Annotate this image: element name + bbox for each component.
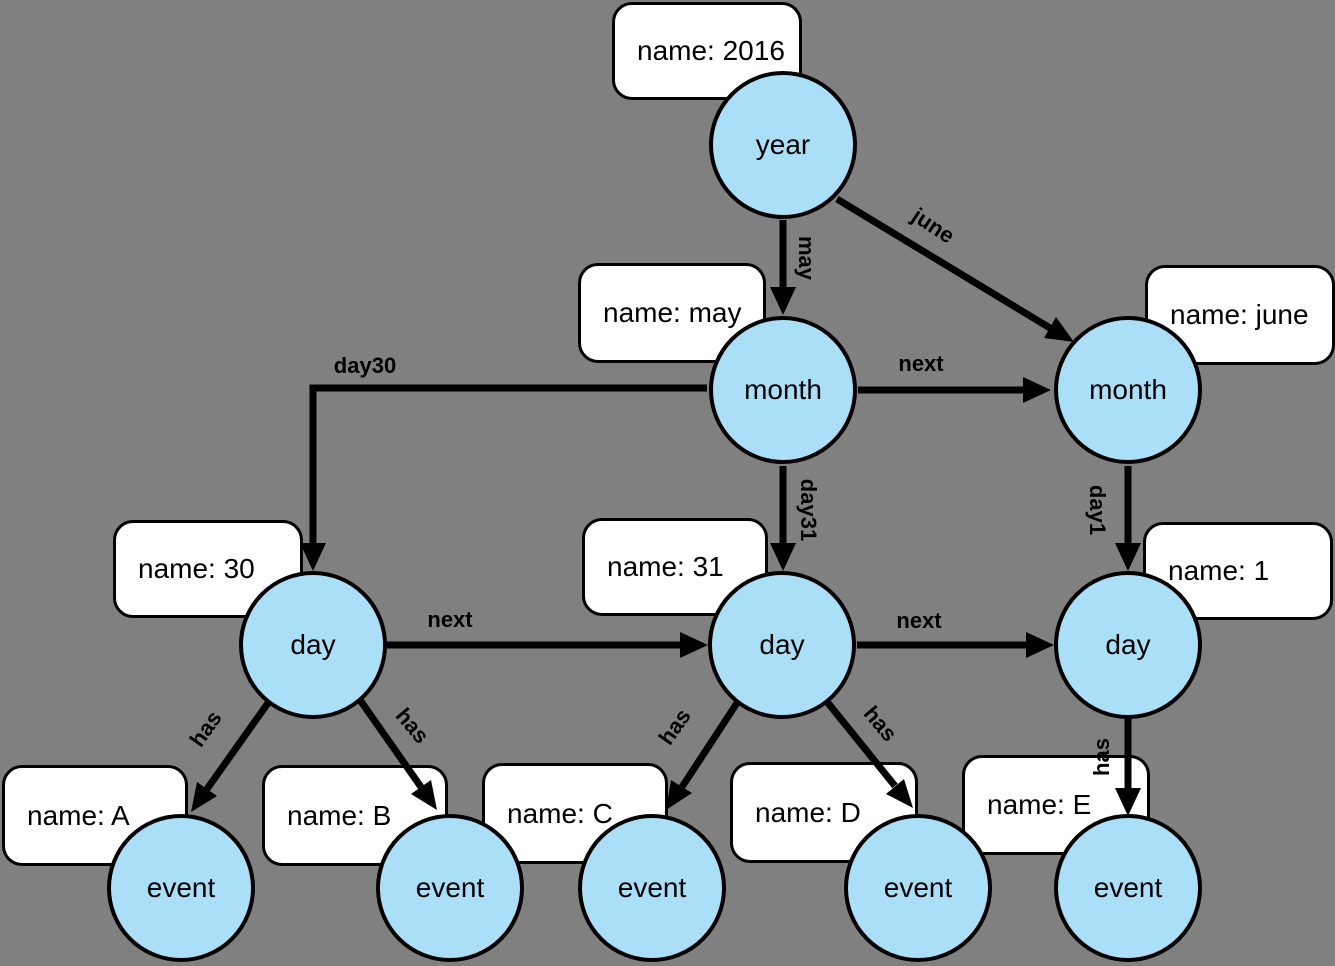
property-box-event-c: name: C (482, 763, 668, 864)
property-text: name: 31 (607, 551, 724, 582)
node-day-31: day (708, 571, 856, 719)
arrowhead-icon (666, 780, 692, 810)
node-event-d: event (844, 814, 992, 962)
node-label: month (744, 374, 822, 405)
edge-label-day1: day1 (1085, 484, 1110, 536)
arrowhead-icon (300, 543, 326, 571)
edge-label-next: next (896, 608, 942, 633)
arrowhead-icon (411, 780, 437, 810)
node-label: day (1105, 629, 1151, 660)
node-year: year (709, 71, 857, 219)
edge-label-has: has (1089, 738, 1114, 776)
arrowhead-icon (770, 543, 796, 571)
node-label: day (290, 629, 336, 660)
node-day-30: day (239, 571, 387, 719)
node-label: event (415, 872, 485, 903)
node-label: day (759, 629, 805, 660)
edge-label-day31: day31 (796, 478, 821, 542)
edge-year-to-month-june (835, 196, 1052, 331)
property-text: name: A (27, 799, 130, 831)
edge-day-31-to-event-c (679, 701, 740, 789)
property-text: name: E (987, 789, 1092, 820)
node-label: year (755, 129, 811, 160)
property-text: name: june (1170, 299, 1309, 330)
arrowhead-icon (680, 632, 708, 658)
property-text: name: 2016 (637, 35, 785, 66)
arrowhead-icon (886, 779, 913, 808)
node-event-c: event (578, 814, 726, 962)
node-event-e: event (1054, 814, 1202, 962)
arrowhead-icon (1026, 632, 1054, 658)
arrowhead-icon (1044, 317, 1074, 342)
arrowhead-icon (770, 287, 796, 315)
property-text: name: D (755, 796, 861, 828)
arrowhead-icon (191, 782, 217, 812)
arrowhead-icon (1023, 377, 1051, 403)
property-text: name: 1 (1168, 555, 1270, 586)
edge-day-30-to-event-b (357, 697, 424, 790)
edge-label-may: may (794, 235, 819, 281)
edge-day-30-to-event-a (204, 700, 271, 792)
node-month-june: month (1054, 316, 1202, 464)
edge-label-next: next (898, 351, 944, 376)
edge-month-may-to-day-30 (309, 384, 707, 543)
property-box-year: name: 2016 (612, 2, 802, 100)
node-label: month (1089, 374, 1167, 405)
node-label: event (883, 872, 953, 903)
property-text: name: 30 (138, 553, 255, 584)
arrowhead-icon (1115, 788, 1141, 816)
node-month-may: month (709, 316, 857, 464)
arrowhead-icon (1115, 543, 1141, 571)
node-label: event (617, 872, 687, 903)
node-label: event (146, 872, 216, 903)
node-event-b: event (376, 814, 524, 962)
edge-label-next: next (427, 607, 473, 632)
node-event-a: event (107, 814, 255, 962)
property-text: name: B (287, 799, 392, 831)
edge-day-31-to-event-d (825, 700, 898, 789)
node-label: event (1093, 872, 1163, 903)
edge-label-day30: day30 (333, 353, 397, 378)
property-text: name: C (507, 797, 613, 829)
property-text: name: may (603, 297, 742, 328)
node-day-1: day (1054, 571, 1202, 719)
